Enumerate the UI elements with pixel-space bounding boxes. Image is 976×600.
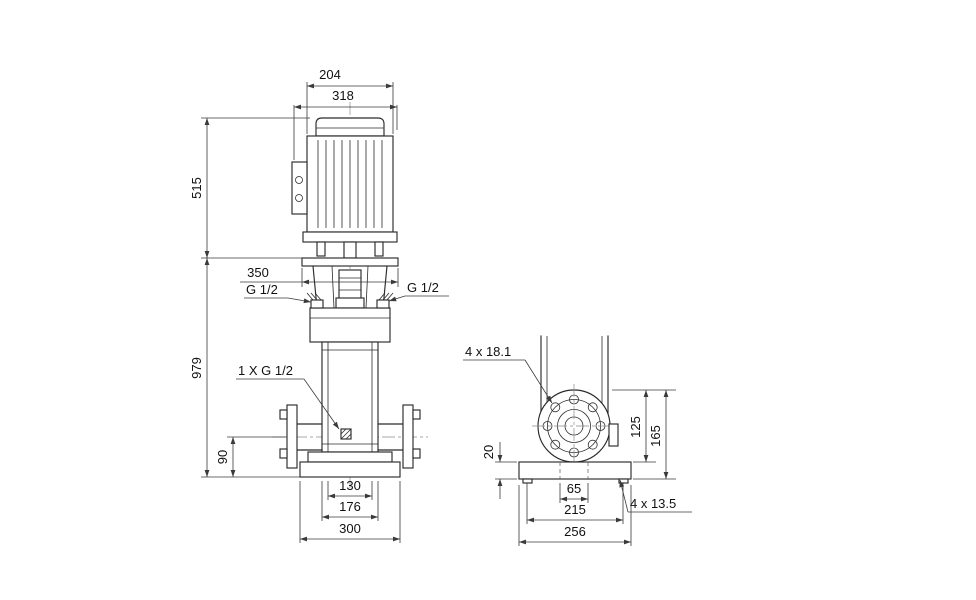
port-plug-right-hatch bbox=[378, 292, 394, 301]
dim-height-165-label: 165 bbox=[648, 425, 663, 447]
drain-plug-hatch bbox=[340, 428, 352, 440]
dim-width-inner-label: 130 bbox=[339, 478, 361, 493]
tapping-label: 1 X G 1/2 bbox=[238, 363, 293, 378]
motor-cooling-fins bbox=[317, 140, 383, 228]
base-foot bbox=[522, 478, 533, 484]
terminal-box-screw-icon bbox=[295, 176, 303, 184]
side-flange bbox=[532, 384, 619, 468]
port-right-label: G 1/2 bbox=[407, 280, 439, 295]
motor-fan-cap bbox=[315, 117, 385, 137]
base-side bbox=[518, 461, 632, 484]
port-plug-right bbox=[376, 299, 390, 309]
dim-stool-flange-label: 350 bbox=[247, 265, 269, 280]
dim-stool-flange: 350 bbox=[240, 265, 399, 287]
dim-hole-spacing: 215 bbox=[526, 483, 624, 524]
dim-base-thickness: 20 bbox=[481, 442, 517, 499]
dim-width-mid: 176 bbox=[321, 481, 379, 521]
side-lug bbox=[608, 423, 619, 447]
motor-stool bbox=[312, 265, 388, 309]
flange-holes-label: 4 x 18.1 bbox=[465, 344, 511, 359]
label-port-left: G 1/2 bbox=[244, 282, 312, 304]
terminal-box-screw-icon bbox=[295, 194, 303, 202]
dim-hole-spacing-label: 215 bbox=[564, 502, 586, 517]
port-plug-left bbox=[310, 299, 324, 309]
dim-motor-width: 204 bbox=[306, 67, 394, 134]
dim-slot-spacing: 65 bbox=[559, 481, 589, 503]
dim-base-depth: 256 bbox=[518, 485, 632, 546]
dim-height-125: 125 bbox=[612, 389, 676, 463]
dim-motor-width-label: 204 bbox=[319, 67, 341, 82]
shaft bbox=[343, 241, 357, 259]
base-front bbox=[299, 451, 401, 478]
label-port-right: G 1/2 bbox=[388, 280, 449, 302]
dim-motor-depth-label: 318 bbox=[332, 88, 354, 103]
motor-flange bbox=[302, 231, 398, 243]
pump-sleeve bbox=[321, 341, 379, 453]
label-flange-holes: 4 x 18.1 bbox=[463, 344, 553, 404]
side-column bbox=[540, 335, 609, 416]
stool-flange bbox=[301, 257, 399, 267]
dim-slot-spacing-label: 65 bbox=[567, 481, 581, 496]
motor bbox=[291, 117, 394, 233]
flange-left bbox=[286, 404, 298, 469]
dim-port-height: 90 bbox=[215, 436, 287, 477]
dim-port-height-label: 90 bbox=[215, 450, 230, 464]
dim-width-inner: 130 bbox=[327, 478, 373, 500]
pipe-flanges bbox=[279, 404, 421, 469]
dim-height-125-label: 125 bbox=[628, 416, 643, 438]
coupling bbox=[338, 269, 362, 301]
pump-head bbox=[306, 292, 394, 343]
label-tapping: 1 X G 1/2 bbox=[236, 363, 340, 430]
terminal-box bbox=[291, 161, 308, 215]
dim-height-165: 165 bbox=[633, 390, 676, 480]
dim-motor-height-label: 515 bbox=[189, 177, 204, 199]
dim-total-height-label: 979 bbox=[189, 357, 204, 379]
dim-width-mid-label: 176 bbox=[339, 499, 361, 514]
coupling-section bbox=[301, 231, 399, 267]
label-base-holes: 4 x 13.5 bbox=[619, 479, 692, 513]
dim-base-depth-label: 256 bbox=[564, 524, 586, 539]
port-plug-left-hatch bbox=[306, 292, 322, 301]
dim-motor-depth: 318 bbox=[293, 88, 398, 160]
dim-base-thickness-label: 20 bbox=[481, 445, 496, 459]
base-holes-label: 4 x 13.5 bbox=[630, 496, 676, 511]
flange-right bbox=[402, 404, 414, 469]
port-left-label: G 1/2 bbox=[246, 282, 278, 297]
dim-base-width-label: 300 bbox=[339, 521, 361, 536]
dim-base-width: 300 bbox=[299, 481, 401, 543]
dim-height-chain: 515 979 bbox=[189, 117, 310, 478]
